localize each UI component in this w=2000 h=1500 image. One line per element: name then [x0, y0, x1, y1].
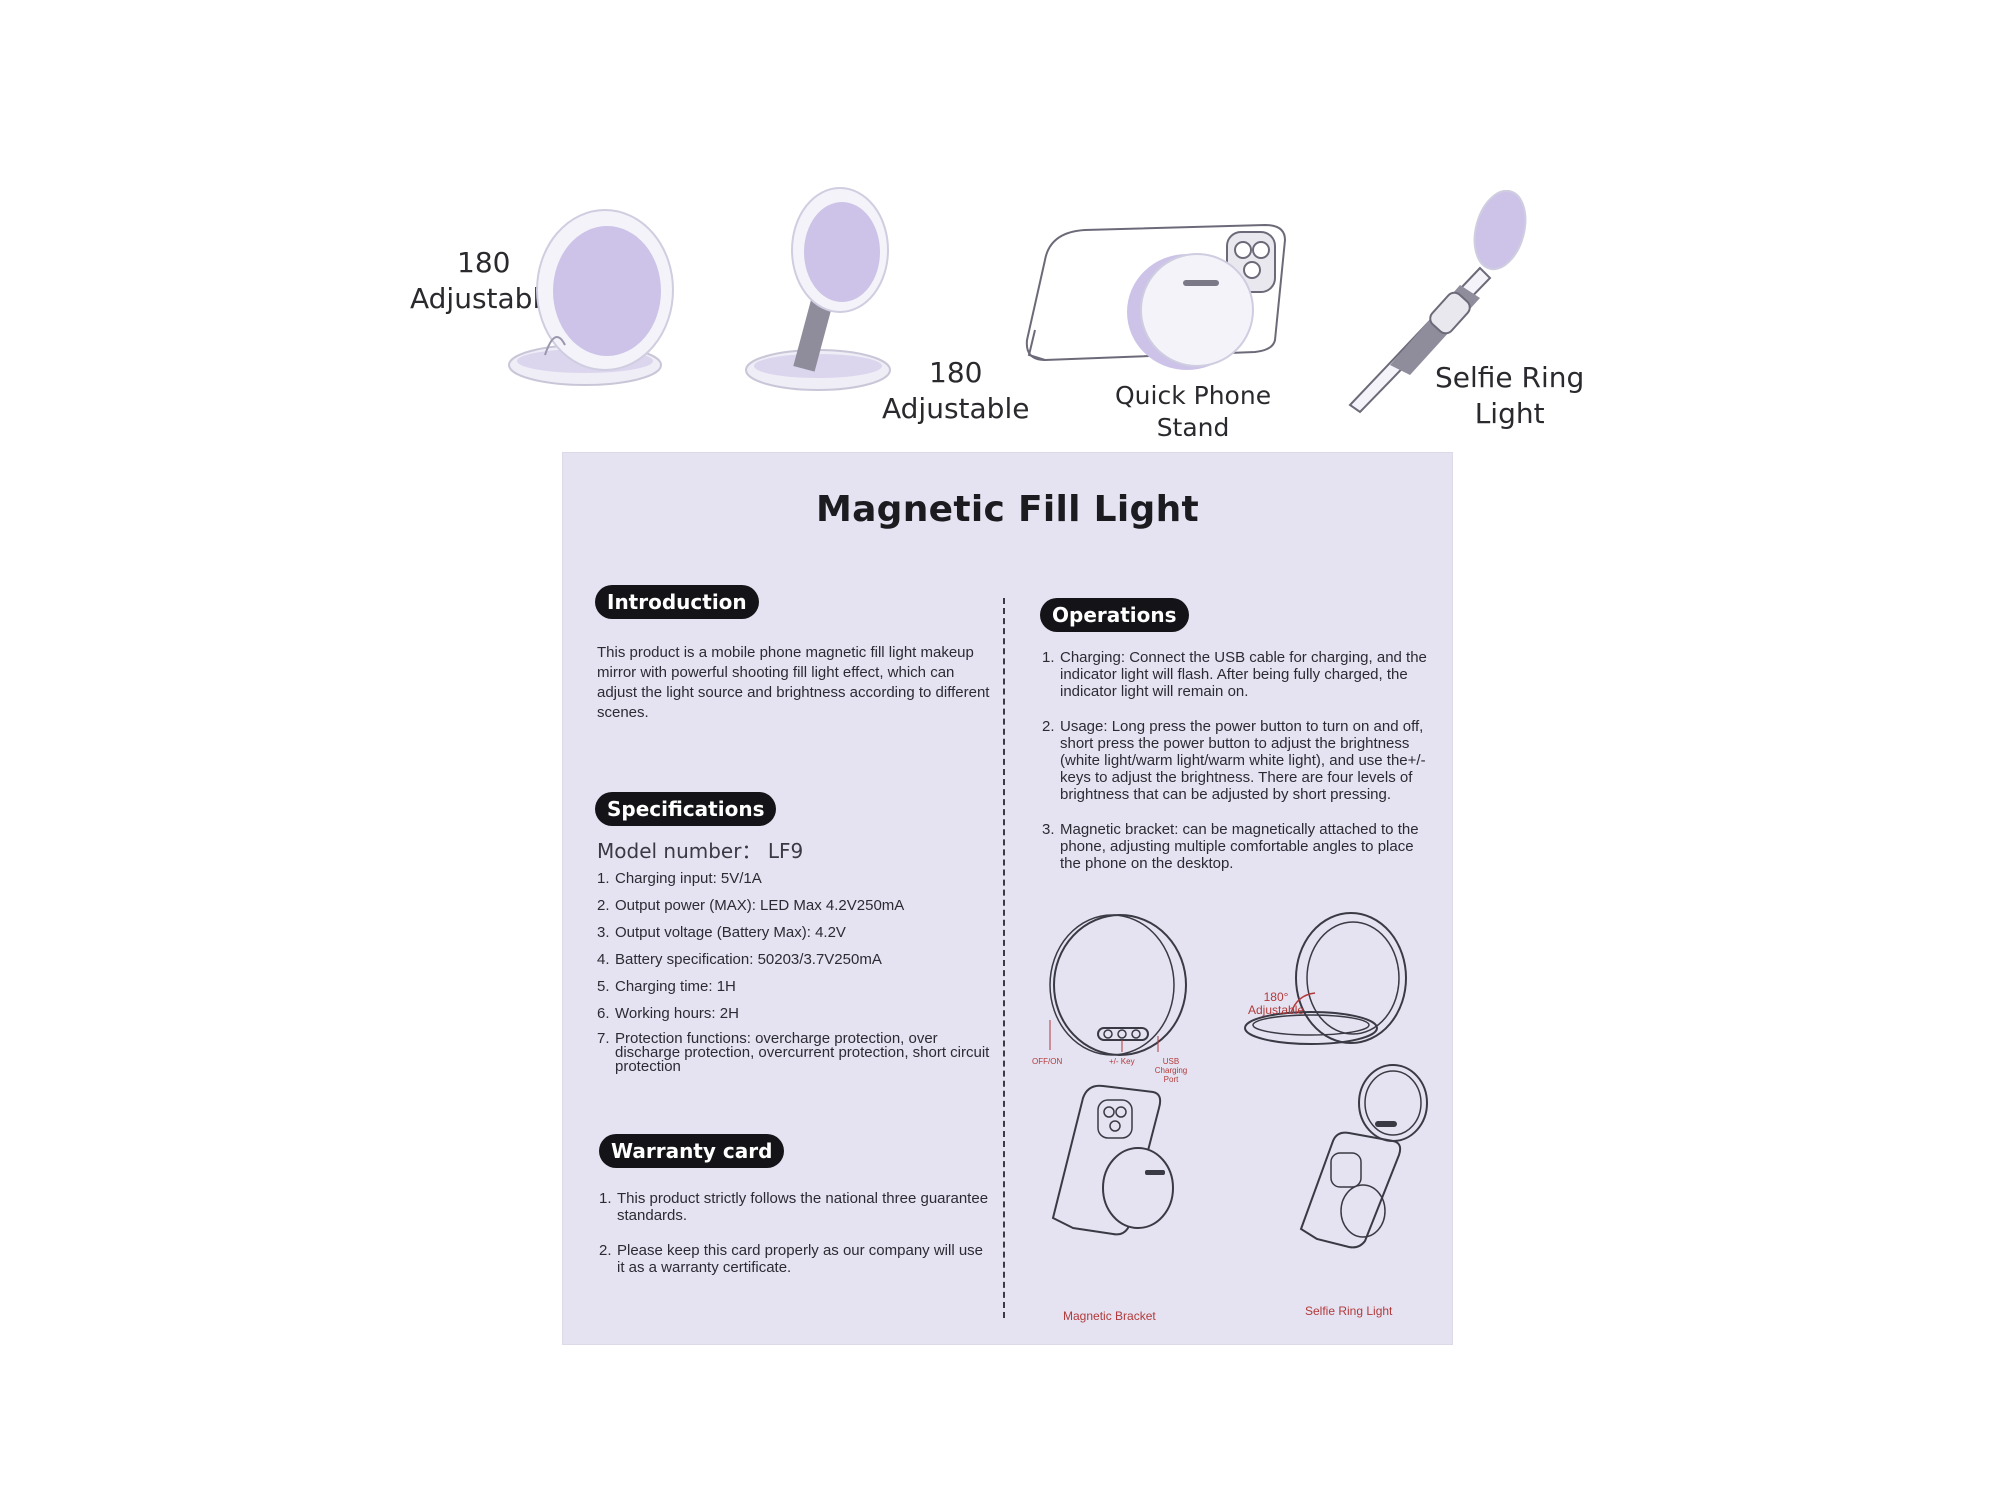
product-label-adjustable-1: 180 Adjustable [410, 246, 558, 315]
list-item: 4.Battery specification: 50203/3.7V250mA [597, 951, 882, 968]
list-item: 1.Charging input: 5V/1A [597, 870, 762, 887]
operations-heading: Operations [1040, 598, 1189, 632]
warranty-heading: Warranty card [599, 1134, 785, 1168]
list-item: 1.This product strictly follows the nati… [599, 1190, 989, 1224]
selfie-ring-icon [1348, 190, 1527, 414]
open-mirror-icon [508, 209, 674, 386]
operations-list: 1.Charging: Connect the USB cable for ch… [1042, 649, 1437, 872]
model-number: Model number： LF9 [597, 839, 804, 863]
usb-port-label: USB Charging Port [1154, 1057, 1188, 1084]
product-label-adjustable-2: 180 Adjustable [882, 356, 1030, 425]
product-label-selfie-ring: Selfie Ring Light [1435, 361, 1585, 430]
adjustable-diagram [1244, 912, 1407, 1045]
off-on-label: OFF/ON [1032, 1057, 1063, 1066]
standing-mirror-icon [745, 187, 891, 391]
warranty-list: 1.This product strictly follows the nati… [599, 1190, 994, 1276]
key-label: +/- Key [1109, 1057, 1135, 1066]
list-item: 3.Output voltage (Battery Max): 4.2V [597, 924, 846, 941]
instruction-card: Magnetic Fill Light Introduction This pr… [563, 453, 1452, 1344]
list-item: 2.Usage: Long press the power button to … [1042, 718, 1426, 803]
buttons-diagram [1049, 914, 1187, 1056]
introduction-text: This product is a mobile phone magnetic … [597, 644, 990, 721]
introduction-heading: Introduction [595, 585, 759, 619]
selfie-ring-light-diagram [1299, 1064, 1428, 1249]
list-item: 7.Protection functions: overcharge prote… [597, 1030, 990, 1075]
list-item: 6.Working hours: 2H [597, 1005, 739, 1022]
column-divider [1003, 598, 1005, 1318]
selfie-ring-light-label: Selfie Ring Light [1305, 1304, 1393, 1318]
specifications-heading: Specifications [595, 792, 777, 826]
list-item: 2.Please keep this card properly as our … [599, 1242, 984, 1276]
specifications-list: 1.Charging input: 5V/1A 2.Output power (… [597, 870, 997, 1074]
magnetic-bracket-label: Magnetic Bracket [1063, 1309, 1156, 1323]
magnetic-bracket-diagram [1051, 1084, 1174, 1236]
card-title: Magnetic Fill Light [815, 489, 1200, 530]
list-item: 5.Charging time: 1H [597, 978, 736, 995]
adjustable-label: 180° Adjustable [1248, 990, 1305, 1017]
list-item: 1.Charging: Connect the USB cable for ch… [1042, 649, 1427, 700]
product-label-phone-stand: Quick Phone Stand [1115, 381, 1272, 442]
phone-stand-icon [1025, 223, 1287, 370]
list-item: 3.Magnetic bracket: can be magnetically … [1042, 821, 1419, 872]
list-item: 2.Output power (MAX): LED Max 4.2V250mA [597, 897, 905, 914]
